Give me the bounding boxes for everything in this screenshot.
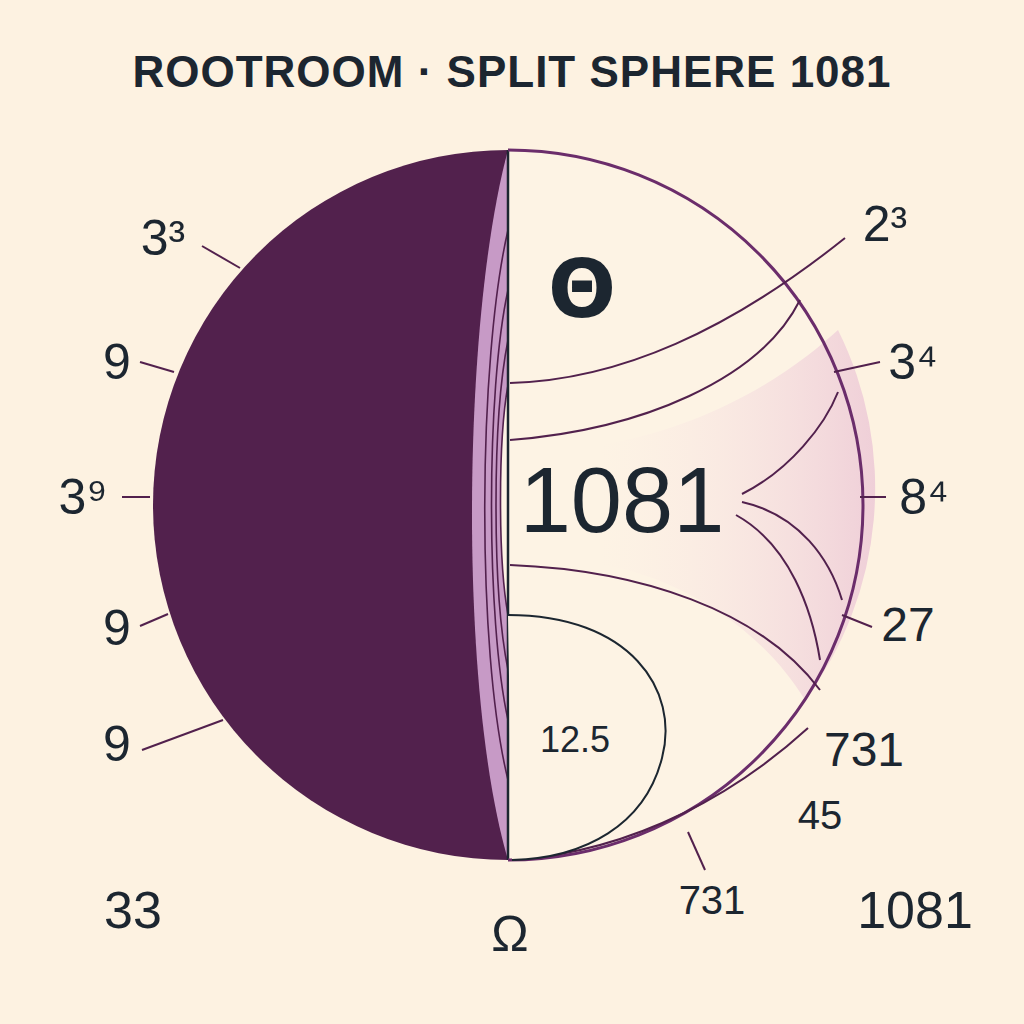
callout-number: 3³ [141,213,185,263]
leader-line [140,362,174,372]
callout-number: 731 [824,726,904,774]
split-line [507,150,510,860]
leader-line [842,615,872,627]
callout-number: 8⁴ [899,472,948,522]
callout-number: 1081 [857,884,973,936]
callout-number: Ω [491,909,528,959]
split-sphere: Θ 1081 12.5 [150,150,860,860]
cut-face-arc [496,340,508,670]
leader-line [140,614,168,626]
field-curve [742,502,842,600]
callout-number: 731 [679,880,746,920]
callout-number: 2³ [863,199,907,249]
leader-line [834,362,880,372]
field-curve [736,515,820,660]
leader-line [860,496,886,498]
callout-number: 45 [798,795,843,835]
field-curve [742,392,838,494]
callout-number: 27 [881,601,934,649]
cut-face [472,150,508,860]
cut-face-arc [485,230,508,780]
sphere-symbol: Θ [548,250,616,330]
leader-line [688,832,705,870]
title: ROOTROOM · SPLIT SPHERE 1081 [132,50,891,94]
callout-number: 9 [103,337,131,387]
leader-line [142,720,223,750]
leader-line [122,496,150,498]
sphere-left-half [153,150,508,860]
callout-number: 9 [103,603,131,653]
sphere-number: 1081 [520,454,725,546]
callout-number: 33 [104,884,162,936]
callout-number: 9 [103,719,131,769]
inner-lobe: 12.5 [510,615,660,860]
lobe-value: 12.5 [540,722,610,758]
cut-face-arc [492,290,509,720]
sphere-outline [508,150,863,860]
leader-line [202,246,240,268]
inner-lobe [508,615,666,860]
callout-number: 3⁹ [58,472,107,522]
callout-number: 3⁴ [888,337,937,387]
